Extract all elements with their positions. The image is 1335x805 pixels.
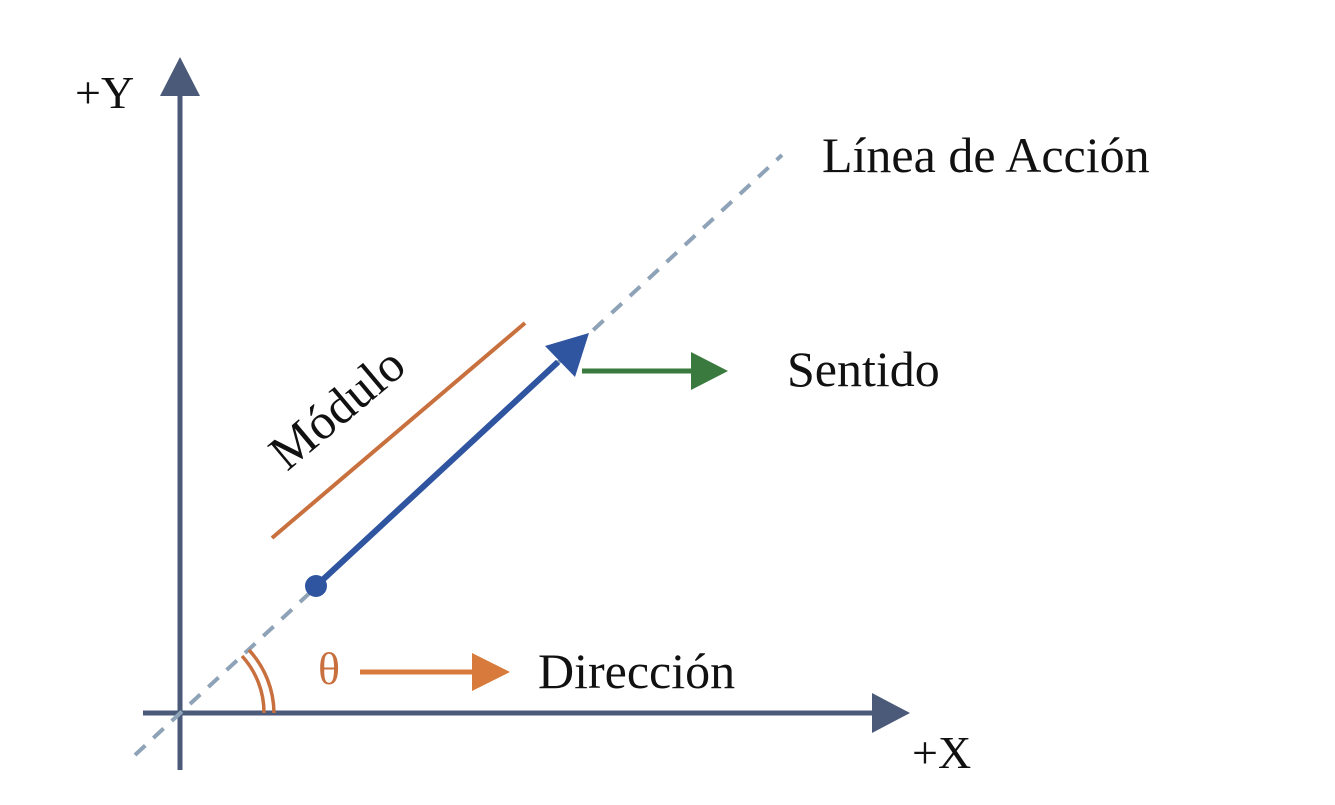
y-axis-label: +Y: [75, 67, 134, 118]
y-axis: [160, 57, 200, 770]
sense-arrow-icon: [582, 352, 728, 390]
sense-label: Sentido: [787, 341, 940, 397]
angle-theta-label: θ: [318, 643, 340, 694]
force-vector: [305, 333, 589, 597]
x-axis-arrowhead-icon: [872, 693, 910, 733]
line-of-action: [133, 153, 784, 757]
direction-arrowhead-icon: [472, 653, 510, 691]
sense-arrowhead-icon: [691, 352, 728, 390]
magnitude-bar: [270, 321, 527, 540]
vector-tail-dot-icon: [305, 575, 327, 597]
vector-shaft: [313, 359, 561, 589]
y-axis-arrowhead-icon: [160, 57, 200, 96]
x-axis: [143, 693, 910, 733]
direction-arrow-icon: [360, 653, 510, 691]
direction-label: Dirección: [538, 643, 735, 699]
x-axis-label: +X: [912, 727, 971, 778]
angle-arc-outer: [247, 648, 276, 714]
magnitude-label: Módulo: [258, 336, 415, 481]
angle-arc-icon: [240, 648, 276, 714]
vector-arrowhead-icon: [545, 333, 589, 377]
line-of-action-label: Línea de Acción: [822, 127, 1150, 183]
angle-arc-inner: [240, 654, 266, 714]
